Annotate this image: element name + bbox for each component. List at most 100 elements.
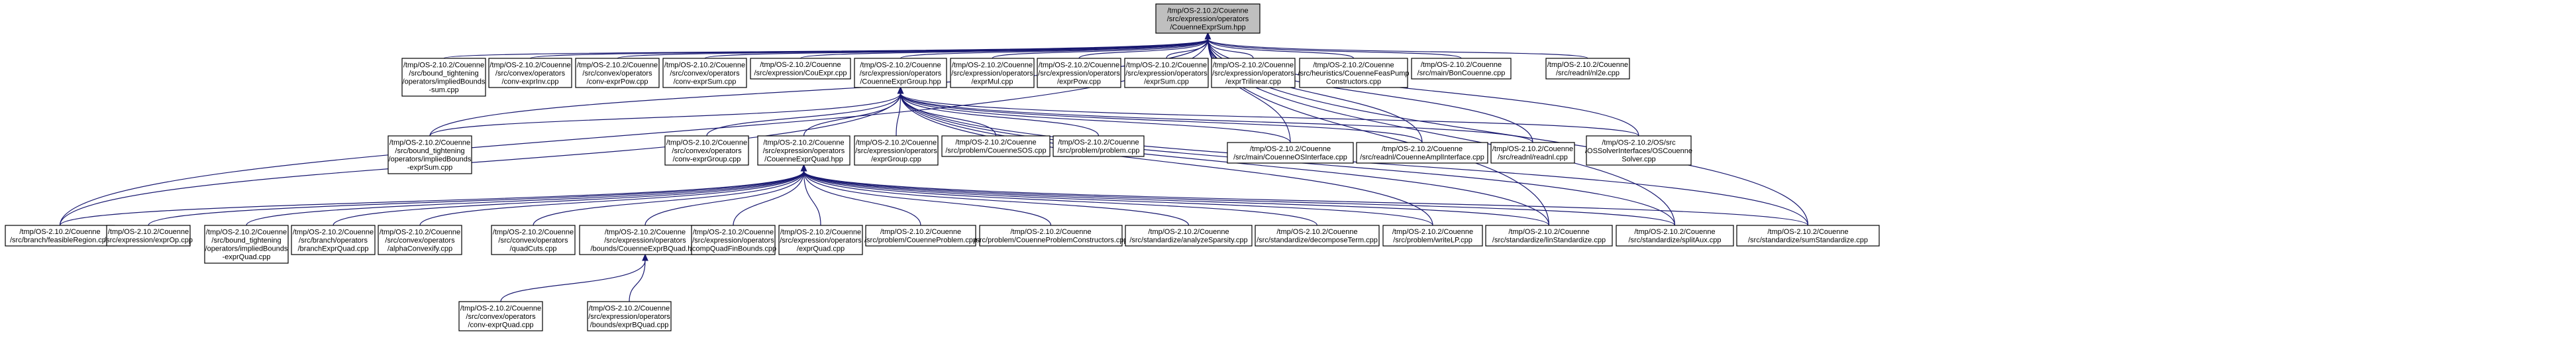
node-label-line: /tmp/OS-2.10.2/Couenne bbox=[1148, 228, 1229, 236]
edge-line bbox=[803, 170, 1190, 226]
node-label-line: /src/problem/CouenneSOS.cpp bbox=[945, 147, 1046, 155]
file-node-c2[interactable]: /tmp/OS-2.10.2/Couenne/src/expression/ex… bbox=[104, 225, 193, 247]
file-node-c5[interactable]: /tmp/OS-2.10.2/Couenne/src/convex/operat… bbox=[378, 225, 462, 255]
node-label-line: /tmp/OS-2.10.2/Couenne bbox=[589, 304, 670, 312]
edge-line bbox=[803, 170, 1809, 226]
file-node-a11[interactable]: /tmp/OS-2.10.2/Couenne/src/heuristics/Co… bbox=[1298, 58, 1410, 88]
node-box bbox=[1211, 58, 1296, 88]
node-box bbox=[757, 135, 850, 166]
edge-line bbox=[419, 170, 805, 226]
node-label-line: /tmp/OS-2.10.2/Couenne bbox=[19, 228, 100, 236]
file-node-a1[interactable]: /tmp/OS-2.10.2/Couenne/src/bound_tighten… bbox=[401, 58, 486, 97]
edge-line bbox=[900, 38, 1209, 59]
file-node-c1[interactable]: /tmp/OS-2.10.2/Couenne/src/branch/feasib… bbox=[5, 225, 115, 247]
node-box bbox=[204, 225, 289, 264]
node-label-line: /src/expression/CouExpr.cpp bbox=[754, 70, 847, 78]
file-node-a10[interactable]: /tmp/OS-2.10.2/Couenne/src/expression/op… bbox=[1211, 58, 1296, 88]
file-node-b7[interactable]: /tmp/OS-2.10.2/Couenne/src/main/CouenneO… bbox=[1227, 142, 1354, 164]
file-node-a8[interactable]: /tmp/OS-2.10.2/Couenne/src/expression/op… bbox=[1037, 58, 1121, 88]
node-label-line: /tmp/OS-2.10.2/Couenne bbox=[860, 61, 941, 69]
node-label-line: /tmp/OS-2.10.2/Couenne bbox=[1010, 228, 1091, 236]
node-box bbox=[401, 58, 486, 97]
file-node-c16[interactable]: /tmp/OS-2.10.2/Couenne/src/standardize/s… bbox=[1616, 225, 1734, 247]
edge-line bbox=[900, 93, 1639, 137]
file-node-c9[interactable]: /tmp/OS-2.10.2/Couenne/src/expression/op… bbox=[778, 225, 863, 255]
node-label-line: Constructors.cpp bbox=[1326, 78, 1381, 86]
node-label-line: /src/expression/operators bbox=[763, 147, 845, 155]
node-label-line: /src/convex/operators bbox=[582, 70, 652, 78]
node-label-line: /tmp/OS-2.10.2/Couenne bbox=[1250, 145, 1331, 153]
node-label-line: /src/heuristics/CouenneFeasPump bbox=[1298, 70, 1409, 78]
file-node-c6[interactable]: /tmp/OS-2.10.2/Couenne/src/convex/operat… bbox=[491, 225, 576, 255]
node-label-line: /src/bound_tightening bbox=[395, 147, 464, 155]
file-node-d2[interactable]: /tmp/OS-2.10.2/Couenne/src/expression/op… bbox=[587, 301, 672, 331]
node-label-line: /tmp/OS-2.10.2/Couenne bbox=[763, 139, 844, 147]
file-node-c13[interactable]: /tmp/OS-2.10.2/Couenne/src/standardize/d… bbox=[1255, 225, 1380, 247]
file-node-a9[interactable]: /tmp/OS-2.10.2/Couenne/src/expression/op… bbox=[1124, 58, 1209, 88]
edge-c17-to-a6 bbox=[897, 86, 1809, 226]
edge-d1-to-c7 bbox=[500, 253, 648, 302]
node-label-line: /exprTrilinear.cpp bbox=[1225, 78, 1281, 86]
file-node-a6[interactable]: /tmp/OS-2.10.2/Couenne/src/expression/op… bbox=[854, 58, 947, 88]
node-label-line: /tmp/OS-2.10.2/Couenne bbox=[380, 228, 460, 236]
node-label-line: /tmp/OS-2.10.2/Couenne bbox=[1508, 228, 1589, 236]
file-node-c11[interactable]: /tmp/OS-2.10.2/Couenne/src/problem/Couen… bbox=[974, 225, 1128, 247]
file-node-c15[interactable]: /tmp/OS-2.10.2/Couenne/src/standardize/l… bbox=[1485, 225, 1613, 247]
node-label-line: /src/problem/CouenneProblem.cpp bbox=[864, 237, 977, 245]
node-label-line: /CouenneExprGroup.hpp bbox=[860, 78, 941, 86]
node-label-line: /src/bound_tightening bbox=[211, 237, 281, 245]
edge-a4-to-root bbox=[704, 32, 1211, 59]
file-node-c12[interactable]: /tmp/OS-2.10.2/Couenne/src/standardize/a… bbox=[1125, 225, 1253, 247]
edge-line bbox=[803, 170, 1052, 226]
node-label-line: /CouenneExprSum.hpp bbox=[1170, 23, 1245, 31]
edge-b1-to-a6 bbox=[429, 86, 904, 137]
node-label-line: /tmp/OS-2.10.2/Couenne bbox=[760, 61, 841, 69]
file-node-c17[interactable]: /tmp/OS-2.10.2/Couenne/src/standardize/s… bbox=[1736, 225, 1880, 247]
node-label-line: /exprMul.cpp bbox=[972, 78, 1013, 86]
file-node-b9[interactable]: /tmp/OS-2.10.2/Couenne/src/readnl/readnl… bbox=[1490, 142, 1575, 164]
edge-line bbox=[59, 170, 805, 226]
node-box bbox=[950, 58, 1035, 88]
edge-line bbox=[900, 93, 1809, 226]
node-label-line: /tmp/OS-2.10.2/Couenne bbox=[489, 61, 570, 69]
node-label-line: /conv-exprSum.cpp bbox=[674, 78, 737, 86]
file-node-c10[interactable]: /tmp/OS-2.10.2/Couenne/src/problem/Couen… bbox=[864, 225, 977, 247]
file-node-a7[interactable]: /tmp/OS-2.10.2/Couenne/src/expression/op… bbox=[950, 58, 1035, 88]
node-box bbox=[1037, 58, 1121, 88]
file-node-c8[interactable]: /tmp/OS-2.10.2/Couenne/src/expression/op… bbox=[690, 225, 776, 255]
file-node-c4[interactable]: /tmp/OS-2.10.2/Couenne/src/branch/operat… bbox=[291, 225, 376, 255]
file-node-a5[interactable]: /tmp/OS-2.10.2/Couenne/src/expression/Co… bbox=[750, 58, 851, 80]
node-label-line: /src/main/BonCouenne.cpp bbox=[1417, 70, 1506, 78]
file-node-b1[interactable]: /tmp/OS-2.10.2/Couenne/src/bound_tighten… bbox=[387, 135, 472, 174]
node-box bbox=[458, 301, 543, 331]
edge-line bbox=[900, 93, 1423, 143]
node-label-line: /exprQuad.cpp bbox=[797, 245, 845, 253]
edge-c17-to-b3 bbox=[800, 164, 1809, 226]
file-node-a2[interactable]: /tmp/OS-2.10.2/Couenne/src/convex/operat… bbox=[488, 58, 572, 88]
node-label-line: /exprPow.cpp bbox=[1057, 78, 1101, 86]
node-box bbox=[854, 58, 947, 88]
node-label-line: -exprQuad.cpp bbox=[223, 253, 271, 261]
file-node-b4[interactable]: /tmp/OS-2.10.2/Couenne/src/expression/op… bbox=[854, 135, 939, 166]
node-label-line: /exprGroup.cpp bbox=[871, 155, 921, 163]
node-label-line: /tmp/OS-2.10.2/Couenne bbox=[1167, 7, 1248, 15]
node-label-line: /src/bound_tightening bbox=[409, 70, 478, 78]
file-node-b6[interactable]: /tmp/OS-2.10.2/Couenne/src/problem/probl… bbox=[1053, 135, 1145, 157]
file-node-c3[interactable]: /tmp/OS-2.10.2/Couenne/src/bound_tighten… bbox=[204, 225, 289, 264]
file-node-c7[interactable]: /tmp/OS-2.10.2/Couenne/src/expression/op… bbox=[579, 225, 711, 255]
file-node-b10[interactable]: /tmp/OS-2.10.2/OS/src/OSSolverInterfaces… bbox=[1585, 135, 1692, 166]
file-node-a4[interactable]: /tmp/OS-2.10.2/Couenne/src/convex/operat… bbox=[662, 58, 747, 88]
file-node-b8[interactable]: /tmp/OS-2.10.2/Couenne/src/readnl/Couenn… bbox=[1356, 142, 1488, 164]
edge-a13-to-root bbox=[1204, 32, 1588, 59]
file-node-b5[interactable]: /tmp/OS-2.10.2/Couenne/src/problem/Couen… bbox=[941, 135, 1051, 157]
file-node-c14[interactable]: /tmp/OS-2.10.2/Couenne/src/problem/write… bbox=[1382, 225, 1483, 247]
file-node-a13[interactable]: /tmp/OS-2.10.2/Couenne/src/readnl/nl2e.c… bbox=[1545, 58, 1630, 80]
file-node-d1[interactable]: /tmp/OS-2.10.2/Couenne/src/convex/operat… bbox=[458, 301, 543, 331]
file-node-b2[interactable]: /tmp/OS-2.10.2/Couenne/src/convex/operat… bbox=[664, 135, 749, 166]
file-node-b3[interactable]: /tmp/OS-2.10.2/Couenne/src/expression/op… bbox=[757, 135, 850, 166]
edge-arrowhead bbox=[800, 164, 807, 172]
edge-line bbox=[900, 93, 1291, 143]
file-node-a12[interactable]: /tmp/OS-2.10.2/Couenne/src/main/BonCouen… bbox=[1411, 58, 1512, 80]
node-label-line: /src/standardize/sumStandardize.cpp bbox=[1748, 237, 1868, 245]
file-node-a3[interactable]: /tmp/OS-2.10.2/Couenne/src/convex/operat… bbox=[575, 58, 660, 88]
